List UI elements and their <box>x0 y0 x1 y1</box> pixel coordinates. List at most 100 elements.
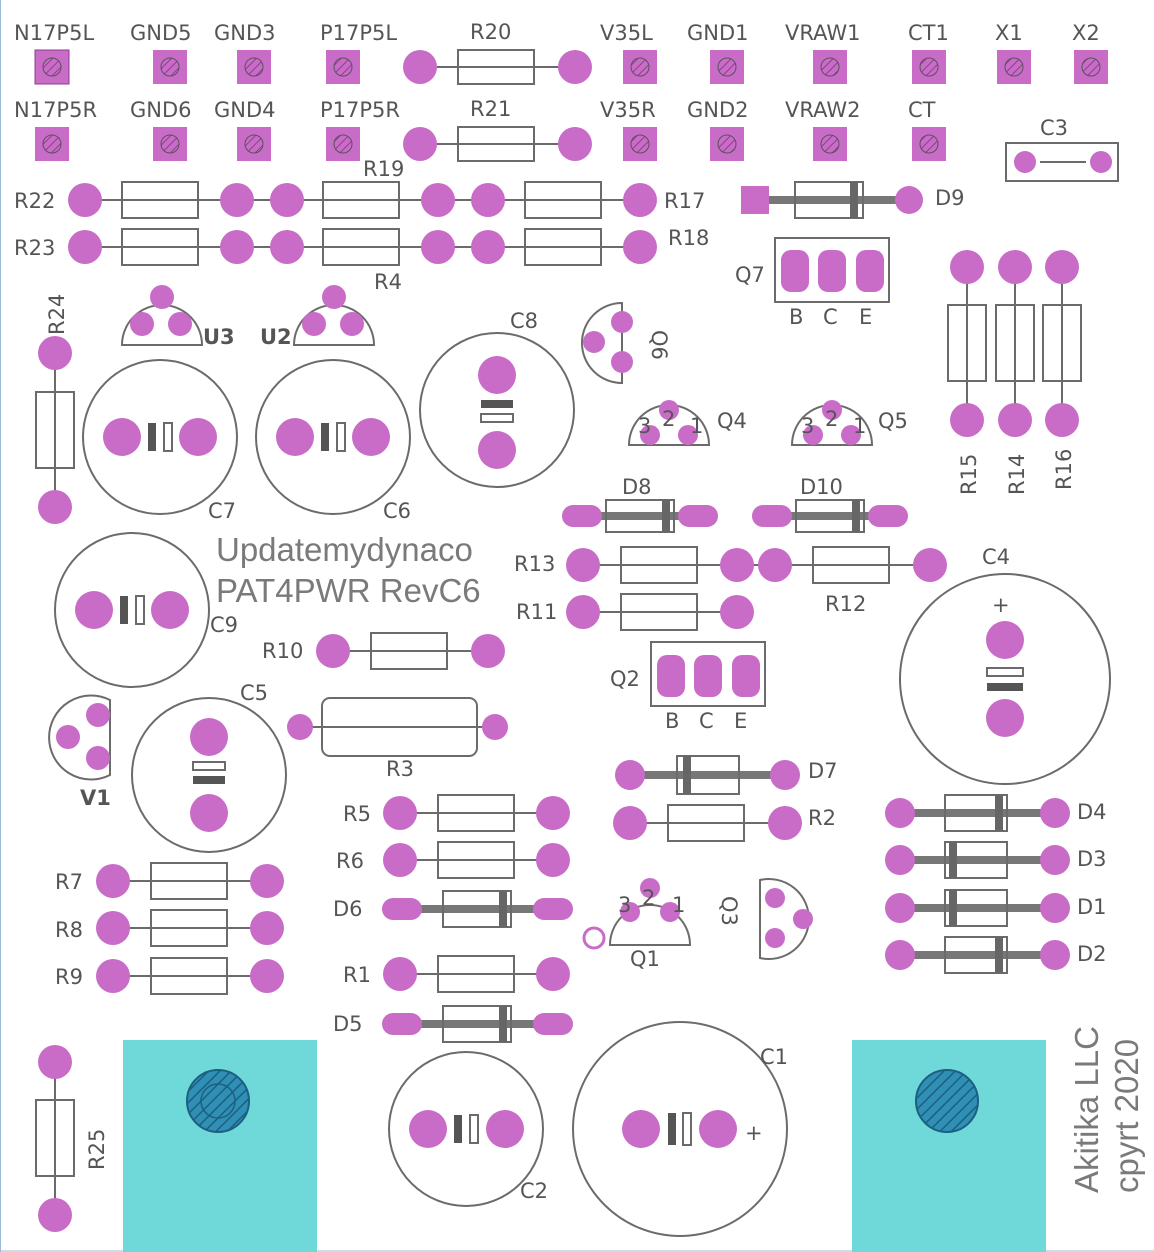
resistors-r13-r12: R13 R12 <box>514 546 947 616</box>
label-p17p5r: P17P5R <box>320 98 400 122</box>
label-c8: C8 <box>510 309 538 333</box>
label-q4-pin1: 1 <box>690 414 703 438</box>
label-q7-c: C <box>823 305 838 329</box>
c1-polarity: + <box>745 1121 763 1145</box>
label-r13: R13 <box>514 552 555 576</box>
label-gnd6: GND6 <box>130 98 192 122</box>
resistor-r11: R11 <box>516 593 754 631</box>
label-q5-pin3: 3 <box>801 414 814 438</box>
label-q7-e: E <box>859 305 872 329</box>
label-r23: R23 <box>14 236 55 260</box>
label-vraw2: VRAW2 <box>785 98 860 122</box>
label-q5: Q5 <box>878 409 908 433</box>
label-r19: R19 <box>363 157 404 181</box>
label-gnd5: GND5 <box>130 21 192 45</box>
label-r3: R3 <box>386 757 414 781</box>
heatsink-right <box>852 1040 1046 1252</box>
diodes-right-stack: D4 D3 D1 D2 <box>885 794 1107 974</box>
label-c2: C2 <box>520 1179 548 1203</box>
label-q7: Q7 <box>735 263 765 287</box>
transistor-q3: Q3 <box>717 878 813 960</box>
capacitor-c5: C5 <box>131 681 287 853</box>
label-c4: C4 <box>982 545 1010 569</box>
label-gnd4: GND4 <box>214 98 276 122</box>
label-q1: Q1 <box>630 947 660 971</box>
label-r18: R18 <box>668 226 709 250</box>
label-d5: D5 <box>333 1012 363 1036</box>
label-q1-pin3: 3 <box>618 893 631 917</box>
label-x1: X1 <box>995 21 1023 45</box>
label-r22: R22 <box>14 189 55 213</box>
label-r8: R8 <box>55 918 83 942</box>
label-q2-b: B <box>665 709 679 733</box>
label-u3: U3 <box>203 325 235 349</box>
label-r16: R16 <box>1052 449 1076 490</box>
label-r11: R11 <box>516 600 557 624</box>
label-ct1: CT1 <box>908 21 949 45</box>
label-x2: X2 <box>1072 21 1100 45</box>
board-title-line1: Updatemydynaco <box>216 531 473 568</box>
label-c6: C6 <box>383 499 411 523</box>
label-r10: R10 <box>262 639 303 663</box>
label-v1: V1 <box>80 786 111 810</box>
label-ct: CT <box>908 98 936 122</box>
label-r5: R5 <box>343 802 371 826</box>
label-q5-pin1: 1 <box>853 414 866 438</box>
diode-d5: D5 <box>333 1005 573 1043</box>
capacitor-c3: C3 <box>1005 116 1119 182</box>
resistor-r10: R10 <box>262 632 505 670</box>
label-r25: R25 <box>85 1129 109 1170</box>
diode-d9: D9 <box>741 181 965 219</box>
label-r9: R9 <box>55 965 83 989</box>
capacitor-c1: C1 + <box>572 1021 788 1237</box>
label-q4-pin2: 2 <box>662 407 675 431</box>
capacitor-c4: C4 + <box>899 545 1111 785</box>
label-d10: D10 <box>800 475 843 499</box>
label-q2: Q2 <box>610 667 640 691</box>
capacitor-c8: C8 <box>419 309 575 488</box>
label-q2-c: C <box>699 709 714 733</box>
label-r21: R21 <box>470 97 511 121</box>
capacitor-c6: C6 <box>255 359 411 523</box>
diode-d10: D10 <box>752 475 908 533</box>
transistor-q4: Q4 3 2 1 <box>627 400 747 446</box>
resistors-vertical-right: R15 R14 R16 <box>947 250 1082 495</box>
resistor-r1: R1 <box>343 955 570 993</box>
connector-row-2: N17P5R GND6 GND4 P17P5R V35R GND2 VRAW2 … <box>14 98 946 161</box>
label-gnd1: GND1 <box>687 21 749 45</box>
regulator-v1: V1 <box>48 694 111 810</box>
label-u2: U2 <box>260 325 292 349</box>
label-c5: C5 <box>240 681 268 705</box>
label-gnd3: GND3 <box>214 21 276 45</box>
label-d2: D2 <box>1077 942 1107 966</box>
label-r20: R20 <box>470 20 511 44</box>
resistor-row-b: R23 R4 R18 <box>14 226 709 294</box>
diode-d7: D7 <box>615 755 838 795</box>
credit-line2: cpyrt 2020 <box>1108 1039 1145 1193</box>
label-r4: R4 <box>374 270 402 294</box>
label-r1: R1 <box>343 963 371 987</box>
connector-row-1: N17P5L GND5 GND3 P17P5L V35L GND1 VRAW1 … <box>14 21 1108 85</box>
label-c3: C3 <box>1040 116 1068 140</box>
resistor-r25: R25 <box>35 1045 109 1232</box>
label-v35l: V35L <box>600 21 653 45</box>
label-q4: Q4 <box>717 409 747 433</box>
label-v35r: V35R <box>600 98 656 122</box>
regulator-u2: U2 <box>260 285 376 349</box>
label-q4-pin3: 3 <box>638 414 651 438</box>
label-d9: D9 <box>935 186 965 210</box>
transistor-q2: Q2 B C E <box>610 641 766 733</box>
heatsink-left <box>123 1040 317 1252</box>
resistor-r24: R24 <box>35 294 75 524</box>
transistor-q5: Q5 3 2 1 <box>790 400 908 446</box>
resistor-r2: R2 <box>613 804 836 842</box>
label-p17p5l: P17P5L <box>320 21 397 45</box>
label-r12: R12 <box>825 592 866 616</box>
label-n17p5l: N17P5L <box>14 21 94 45</box>
transistor-q1: Q1 3 2 1 <box>582 878 692 971</box>
label-q7-b: B <box>789 305 803 329</box>
label-q3: Q3 <box>717 896 741 926</box>
label-d7: D7 <box>808 759 838 783</box>
label-q6: Q6 <box>647 330 671 360</box>
